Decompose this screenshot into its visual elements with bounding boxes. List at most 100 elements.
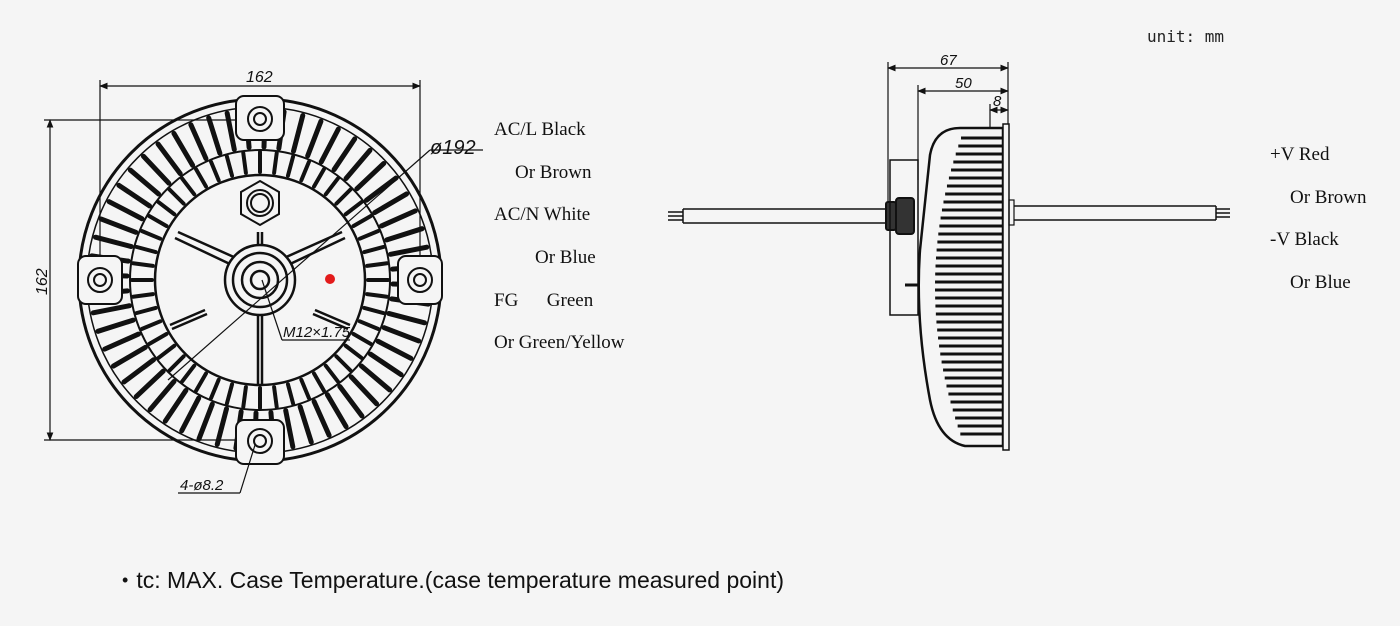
heatsink-fin bbox=[365, 261, 389, 268]
heatsink-fin bbox=[224, 110, 237, 153]
heatsink-fin bbox=[209, 377, 221, 401]
heatsink-fin bbox=[194, 167, 208, 189]
output-wire-label: Or Blue bbox=[1290, 272, 1351, 293]
heatsink-fin bbox=[297, 404, 314, 445]
heatsink-fin bbox=[106, 199, 145, 222]
heatsink-fin bbox=[363, 175, 399, 203]
heatsink-fin bbox=[147, 378, 177, 413]
hex-nut bbox=[240, 179, 280, 227]
heatsink-fin bbox=[324, 392, 349, 430]
output-wire-label: -V Black bbox=[1270, 229, 1339, 250]
heatsink-fin bbox=[272, 385, 279, 409]
front-view bbox=[44, 80, 483, 494]
input-wire-label: AC/L Black bbox=[494, 119, 586, 140]
heatsink-fin bbox=[180, 176, 197, 197]
heatsink-fin bbox=[110, 344, 148, 369]
heatsink-fin bbox=[343, 200, 364, 217]
front-height-label: 162 bbox=[34, 268, 51, 295]
heatsink-fin bbox=[367, 351, 404, 378]
heatsink-fin bbox=[283, 407, 296, 450]
side-dimensions bbox=[887, 62, 1009, 210]
output-cable bbox=[1014, 205, 1230, 221]
holes-label: 4-ø8.2 bbox=[180, 477, 224, 494]
heatsink-fin bbox=[334, 354, 353, 373]
heatsink-fin bbox=[139, 229, 163, 241]
footnote-text: tc: MAX. Case Temperature.(case temperat… bbox=[136, 567, 785, 593]
heatsink-fin bbox=[171, 130, 196, 168]
heatsink-fin bbox=[365, 292, 389, 299]
heatsink-fin bbox=[95, 317, 136, 334]
heatsink-fin bbox=[167, 187, 186, 206]
heatsink-fin bbox=[214, 406, 230, 448]
heatsink-fin bbox=[331, 136, 358, 173]
heatsink-fin bbox=[147, 214, 169, 228]
side-heatsink-fins bbox=[935, 136, 1003, 436]
heatsink-fin bbox=[387, 244, 430, 257]
heatsink-fin bbox=[140, 153, 172, 186]
input-wire-label: Or Blue bbox=[535, 247, 596, 268]
heatsink-fin bbox=[358, 363, 393, 393]
heatsink-fin bbox=[379, 208, 418, 229]
front-width-dimension bbox=[99, 80, 421, 278]
heatsink-fin bbox=[285, 382, 296, 406]
heatsink-fin bbox=[272, 151, 279, 175]
front-width-label: 162 bbox=[246, 69, 273, 86]
side-flange-label: 8 bbox=[993, 93, 1002, 110]
heatsink-fin bbox=[156, 200, 177, 217]
heatsink-fin bbox=[384, 226, 425, 243]
heatsink-fin bbox=[98, 216, 139, 235]
heatsink-fin bbox=[318, 126, 341, 165]
heatsink-fin bbox=[334, 187, 353, 206]
heatsink-fin bbox=[194, 371, 208, 393]
heatsink-fin bbox=[386, 310, 428, 326]
heatsink-fin bbox=[180, 363, 197, 384]
front-height-dimension bbox=[44, 119, 262, 441]
central-hub bbox=[169, 230, 351, 385]
diameter-leader bbox=[167, 149, 431, 381]
thread-leader bbox=[261, 279, 283, 341]
heatsink-fin bbox=[285, 154, 296, 178]
side-view bbox=[668, 62, 1230, 451]
unit-label: unit: mm bbox=[1147, 27, 1225, 46]
heatsink-fin bbox=[155, 141, 183, 177]
heatsink-fin bbox=[357, 319, 381, 331]
heatsink-fin bbox=[206, 115, 223, 156]
heatsink-fin bbox=[134, 244, 158, 255]
heatsink-fin bbox=[147, 332, 169, 346]
heatsink-fin bbox=[116, 182, 153, 209]
input-wire-label: Or Brown bbox=[515, 162, 592, 183]
heatsink-fin bbox=[131, 261, 155, 268]
heatsink-fin bbox=[127, 167, 162, 197]
heatsink-fin bbox=[299, 159, 311, 183]
heatsink-fin bbox=[362, 305, 386, 316]
heatsink-fin bbox=[209, 159, 221, 183]
input-wire-label: Or Green/Yellow bbox=[494, 332, 625, 353]
heatsink-fin bbox=[224, 382, 235, 406]
heatsink-fin bbox=[179, 395, 202, 434]
heatsink-fin bbox=[121, 357, 157, 385]
heatsink-fin bbox=[299, 377, 311, 401]
input-wire-label: FG Green bbox=[494, 290, 594, 311]
heatsink-fin bbox=[92, 234, 134, 250]
output-wire-label: Or Brown bbox=[1290, 187, 1367, 208]
heatsink-fin bbox=[167, 354, 186, 373]
heatsink-fin bbox=[351, 214, 373, 228]
heatsink-fin bbox=[311, 399, 332, 438]
heatsink-fin bbox=[139, 319, 163, 331]
heatsink-body bbox=[917, 126, 1005, 448]
heatsink-fin bbox=[337, 383, 365, 419]
heatsink-fin bbox=[90, 303, 133, 316]
heatsink-fin bbox=[196, 401, 215, 442]
heatsink-fin bbox=[290, 112, 306, 154]
heatsink-fin bbox=[372, 191, 410, 216]
heatsink-fin bbox=[133, 368, 166, 400]
side-overall-label: 67 bbox=[940, 52, 957, 69]
output-wire-label: +V Red bbox=[1270, 144, 1330, 165]
inner-heatsink-fins bbox=[130, 150, 390, 410]
heatsink-fin bbox=[241, 385, 248, 409]
heatsink-fin bbox=[375, 338, 414, 361]
heatsink-fin bbox=[134, 305, 158, 316]
tc-measure-point bbox=[325, 274, 335, 284]
heatsink-fin bbox=[323, 176, 340, 197]
